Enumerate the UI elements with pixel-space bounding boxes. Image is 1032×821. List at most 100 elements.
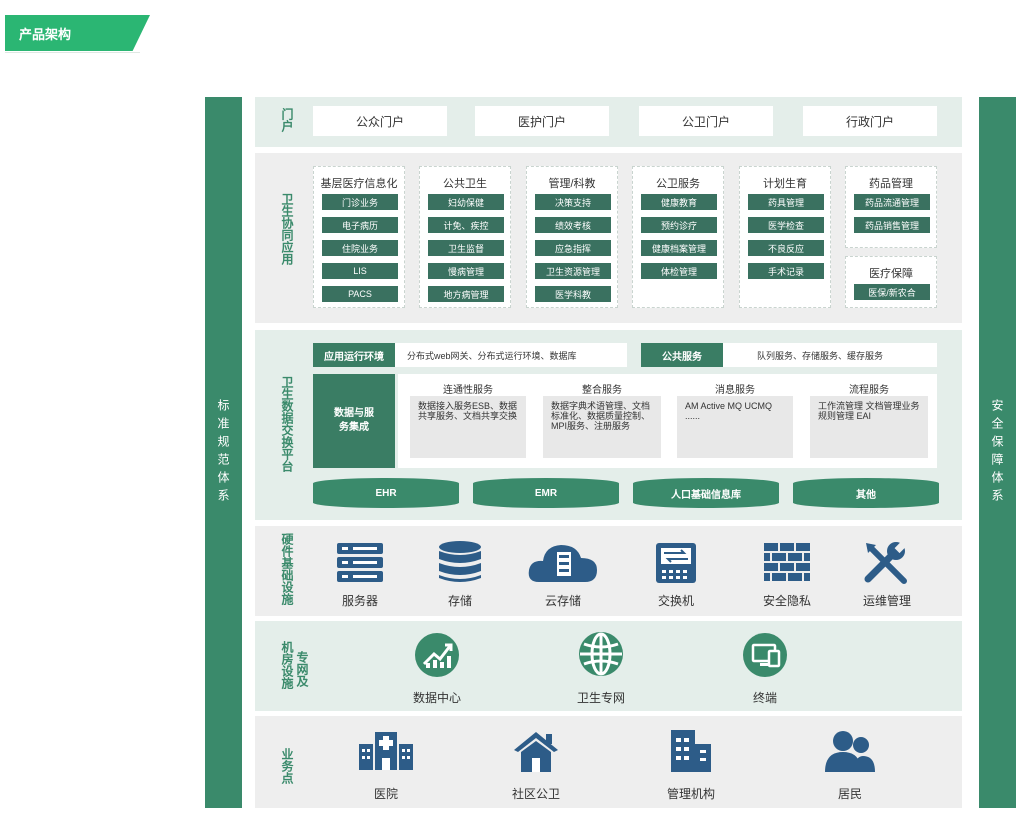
app-column-primary-care: 基层医疗信息化 门诊业务 电子病历 住院业务 LIS PACS (313, 166, 405, 308)
app-item[interactable]: 卫生资源管理 (535, 263, 611, 279)
switch-icon (654, 541, 698, 585)
tools-icon (864, 541, 910, 585)
network-label: 数据中心 (412, 691, 461, 705)
business-layer-label: 业务点 (280, 748, 294, 784)
hardware-layer-label: 硬件基础设施 (280, 533, 294, 605)
app-column-public-services: 公卫服务 健康教育 预约诊疗 健康档案管理 体检管理 (632, 166, 724, 308)
app-item[interactable]: LIS (322, 263, 398, 279)
service-title: 流程服务 (849, 385, 889, 396)
database-emr[interactable]: EMR (473, 478, 619, 508)
app-item[interactable]: 计免、疾控 (428, 217, 504, 233)
database-population[interactable]: 人口基础信息库 (633, 478, 779, 508)
standards-pillar-label: 标准规范体系 (216, 398, 230, 507)
column-title: 公共卫生 (443, 178, 487, 190)
office-building-icon (667, 728, 715, 772)
hardware-label: 服务器 (341, 594, 378, 608)
section-title-tag: 产品架构 (5, 15, 150, 51)
app-item[interactable]: 地方病管理 (428, 286, 504, 302)
app-item[interactable]: 电子病历 (322, 217, 398, 233)
column-title: 药品管理 (869, 178, 913, 190)
app-item[interactable]: 绩效考核 (535, 217, 611, 233)
app-column-family-planning: 计划生育 药具管理 医学检查 不良反应 手术记录 (739, 166, 831, 308)
app-item[interactable]: 医学科教 (535, 286, 611, 302)
business-label: 医院 (373, 787, 398, 801)
business-label: 管理机构 (666, 787, 715, 801)
app-item[interactable]: 健康教育 (641, 194, 717, 210)
security-pillar-label: 安全保障体系 (990, 398, 1004, 507)
globe-icon (577, 630, 625, 678)
app-item[interactable]: 体检管理 (641, 263, 717, 279)
security-pillar: 安全保障体系 (979, 97, 1016, 808)
database-ehr[interactable]: EHR (313, 478, 459, 508)
hardware-label: 存储 (447, 594, 472, 608)
app-item[interactable]: 药具管理 (748, 194, 824, 210)
hospital-icon (357, 730, 415, 770)
app-item[interactable]: 门诊业务 (322, 194, 398, 210)
standards-pillar: 标准规范体系 (205, 97, 242, 808)
column-title: 医疗保障 (869, 268, 913, 280)
app-column-medical-insurance: 医疗保障 医保/新农合 (845, 256, 937, 308)
section-title: 产品架构 (19, 27, 72, 42)
datacenter-icon (414, 632, 460, 678)
title-underline (5, 52, 140, 53)
app-item[interactable]: PACS (322, 286, 398, 302)
app-item[interactable]: 慢病管理 (428, 263, 504, 279)
exchange-layer-label: 卫生数据交换平台 (280, 376, 294, 472)
hardware-label: 安全隐私 (762, 594, 811, 608)
app-item[interactable]: 医保/新农合 (854, 284, 930, 300)
app-item[interactable]: 卫生监督 (428, 240, 504, 256)
column-title: 计划生育 (763, 178, 807, 190)
app-item[interactable]: 医学检查 (748, 217, 824, 233)
integration-label: 数据与服务集成 (313, 374, 395, 468)
service-title: 消息服务 (715, 385, 755, 396)
terminal-icon (742, 632, 788, 678)
network-label: 卫生专网 (576, 691, 625, 705)
app-column-management: 管理/科教 决策支持 绩效考核 应急指挥 卫生资源管理 医学科教 (526, 166, 618, 308)
service-title: 整合服务 (582, 385, 622, 396)
service-desc: AM Active MQ UCMQ ...... (677, 396, 793, 458)
column-title: 基层医疗信息化 (320, 178, 398, 190)
storage-icon (437, 540, 483, 584)
runtime-env-label: 应用运行环境 (313, 343, 395, 367)
community-icon (512, 730, 560, 772)
database-other[interactable]: 其他 (793, 478, 939, 508)
app-item[interactable]: 不良反应 (748, 240, 824, 256)
portal-layer-label: 门户 (280, 108, 294, 132)
network-layer-label-a: 机房设施 (280, 641, 294, 689)
app-item[interactable]: 健康档案管理 (641, 240, 717, 256)
service-desc: 工作流管理 文档管理业务规则管理 EAI (810, 396, 928, 458)
column-title: 公卫服务 (656, 178, 700, 190)
cloud-storage-icon (527, 542, 599, 584)
app-item[interactable]: 住院业务 (322, 240, 398, 256)
portal-medical[interactable]: 医护门户 (475, 106, 609, 136)
public-service-desc: 队列服务、存储服务、缓存服务 (723, 343, 937, 367)
network-label: 终端 (752, 691, 777, 705)
app-item[interactable]: 预约诊疗 (641, 217, 717, 233)
portal-admin[interactable]: 行政门户 (803, 106, 937, 136)
app-item[interactable]: 手术记录 (748, 263, 824, 279)
residents-icon (823, 730, 877, 772)
column-title: 管理/科教 (548, 178, 596, 190)
app-item[interactable]: 药品流通管理 (854, 194, 930, 210)
app-item[interactable]: 应急指挥 (535, 240, 611, 256)
apps-layer-label: 卫生协同应用 (280, 193, 294, 265)
app-item[interactable]: 妇幼保健 (428, 194, 504, 210)
hardware-label: 运维管理 (862, 594, 911, 608)
app-item[interactable]: 决策支持 (535, 194, 611, 210)
service-desc: 数据字典术语管理、文档标准化、数据质量控制、MPI服务、注册服务 (543, 396, 661, 458)
firewall-icon (762, 541, 812, 585)
portal-public[interactable]: 公众门户 (313, 106, 447, 136)
public-service-label: 公共服务 (641, 343, 723, 367)
business-label: 社区公卫 (511, 787, 560, 801)
runtime-env-desc: 分布式web网关、分布式运行环境、数据库 (395, 343, 627, 367)
app-column-drug-management: 药品管理 药品流通管理 药品销售管理 (845, 166, 937, 248)
server-icon (335, 541, 385, 583)
app-item[interactable]: 药品销售管理 (854, 217, 930, 233)
service-title: 连通性服务 (443, 385, 493, 396)
app-column-public-health: 公共卫生 妇幼保健 计免、疾控 卫生监督 慢病管理 地方病管理 (419, 166, 511, 308)
hardware-label: 云存储 (544, 594, 581, 608)
portal-public-health[interactable]: 公卫门户 (639, 106, 773, 136)
service-desc: 数据接入服务ESB、数据共享服务、文档共享交换 (410, 396, 526, 458)
network-layer-label-b: 专网及 (295, 651, 309, 687)
hardware-label: 交换机 (657, 594, 694, 608)
